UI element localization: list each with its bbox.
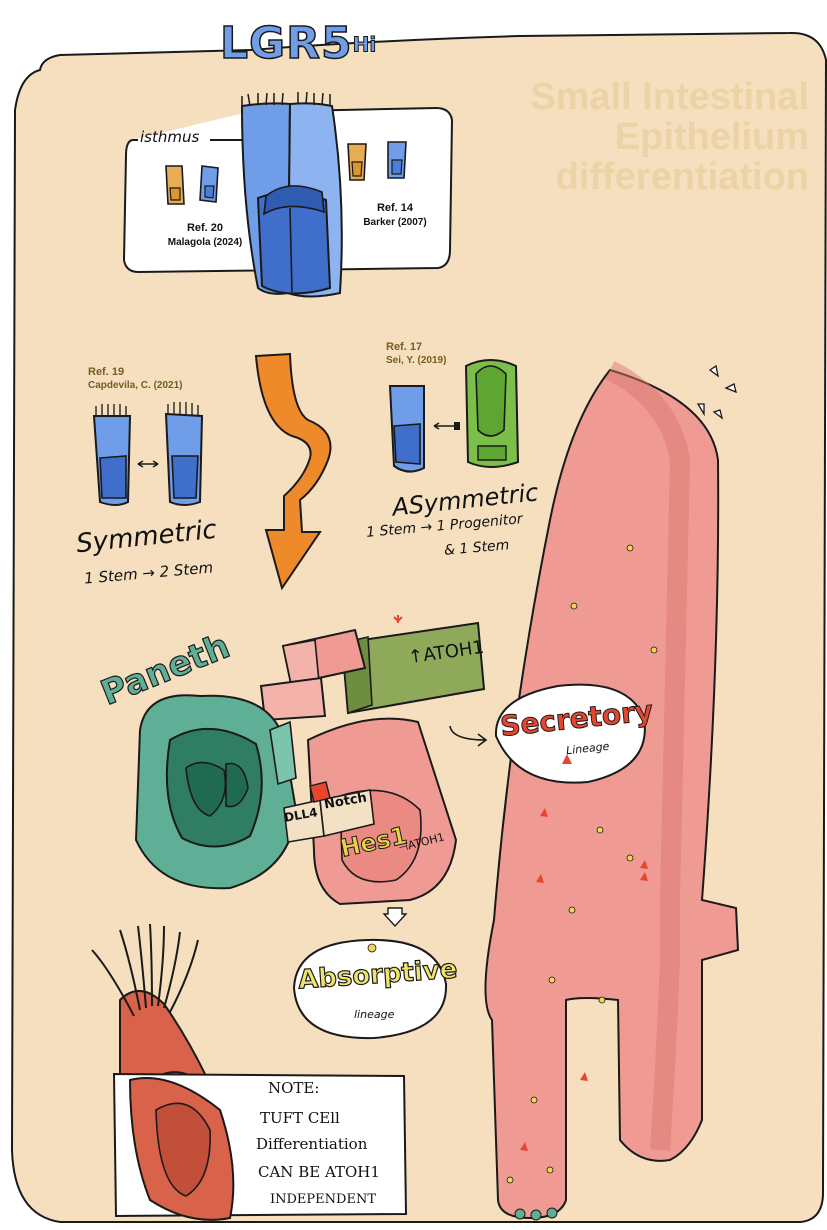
lgr5-hi-text: Hi [353,33,377,57]
differentiation-arrow [248,350,358,595]
note-line-1: NOTE: [268,1074,319,1102]
absorptive-arrow [380,906,410,930]
isthmus-label: isthmus [140,128,199,146]
symmetric-ref: Ref. 19 [88,366,124,379]
secretory-arrow [446,722,496,752]
isthmus-left-cells [160,160,230,210]
isthmus-right-ref: Ref. 14 [360,202,430,215]
lgr5-main-text: LGR5 [220,18,353,69]
absorptive-sub: lineage [354,1008,394,1021]
title-line-3: differentiation [429,158,809,196]
note-line-2: TUFT CEll [260,1104,340,1132]
shedding-fragments [690,360,750,430]
symmetric-division-cells [86,398,216,510]
title-line-2: Epithelium [429,118,809,156]
lgr5-label: LGR5Hi [220,18,376,69]
note-line-3: Differentiation [256,1130,367,1158]
isthmus-right-author: Barker (2007) [345,216,445,229]
note-line-4: CAN BE ATOH1 [258,1158,380,1186]
villus-crypt-illustration [470,360,827,1228]
tuft-cell-overlap [100,1070,250,1230]
symmetric-author: Capdevila, C. (2021) [88,379,182,392]
note-line-5: INDEPENDENT [270,1186,376,1214]
title-line-1: Small Intestinal [429,78,809,116]
lgr5-stem-cell-illustration [228,88,358,308]
